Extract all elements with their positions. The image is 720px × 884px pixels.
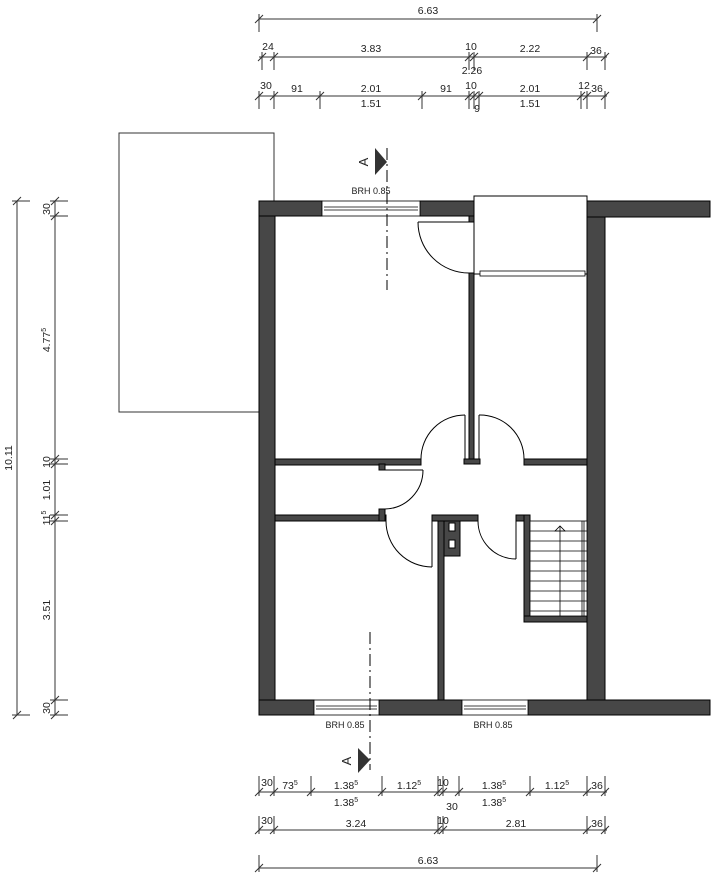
svg-text:6.63: 6.63 — [418, 5, 439, 17]
window-labels: BRH 0.85 BRH 0.85 BRH 0.85 — [325, 186, 512, 730]
walls — [258, 200, 711, 716]
svg-text:735: 735 — [282, 780, 298, 792]
svg-text:3.83: 3.83 — [361, 43, 382, 55]
section-marker-bottom-icon — [358, 748, 370, 773]
svg-text:1.51: 1.51 — [361, 98, 382, 110]
bottom-dimensions — [254, 776, 610, 873]
svg-text:10: 10 — [465, 41, 477, 53]
svg-text:6.63: 6.63 — [418, 855, 439, 867]
doors — [384, 221, 525, 568]
svg-text:36: 36 — [591, 780, 603, 792]
svg-text:1.385: 1.385 — [482, 780, 506, 792]
svg-text:12: 12 — [578, 80, 590, 92]
balcony-outline — [118, 132, 275, 413]
svg-text:2.01: 2.01 — [520, 83, 541, 95]
svg-text:10: 10 — [41, 456, 53, 468]
svg-text:1.385: 1.385 — [482, 797, 506, 809]
svg-text:1.01: 1.01 — [41, 480, 53, 501]
svg-text:91: 91 — [291, 83, 303, 95]
bottom-dimension-labels: 30 735 1.385 1.385 1.125 10 30 1.385 1.3… — [261, 777, 603, 867]
svg-text:2.01: 2.01 — [361, 83, 382, 95]
svg-text:30: 30 — [41, 702, 53, 714]
svg-text:BRH 0.85: BRH 0.85 — [351, 186, 390, 196]
section-marker-top-icon — [375, 148, 387, 175]
svg-text:36: 36 — [591, 83, 603, 95]
svg-text:36: 36 — [591, 818, 603, 830]
left-dimensions — [12, 196, 68, 720]
svg-text:30: 30 — [261, 815, 273, 827]
svg-text:115: 115 — [41, 511, 53, 526]
svg-text:1.385: 1.385 — [334, 780, 358, 792]
svg-text:10: 10 — [437, 815, 449, 827]
svg-text:A: A — [356, 157, 371, 166]
svg-text:30: 30 — [261, 777, 273, 789]
svg-text:1.51: 1.51 — [520, 98, 541, 110]
window-top-left — [321, 200, 421, 217]
top-dimensions — [254, 14, 610, 109]
section-line-a: A A — [339, 148, 388, 773]
svg-text:1.125: 1.125 — [397, 780, 421, 792]
svg-text:3.24: 3.24 — [346, 818, 367, 830]
svg-text:91: 91 — [440, 83, 452, 95]
windows — [313, 200, 586, 716]
shaft-openings — [448, 522, 456, 549]
stair-direction-arrow-icon — [554, 525, 566, 532]
svg-text:1.125: 1.125 — [545, 780, 569, 792]
svg-text:2.81: 2.81 — [506, 818, 527, 830]
svg-text:2.26: 2.26 — [462, 65, 483, 77]
left-dimension-labels: 10.11 30 4.775 10 1.01 115 3.51 30 — [3, 203, 53, 714]
svg-text:4.775: 4.775 — [41, 328, 53, 352]
stairs — [529, 520, 588, 617]
svg-text:10.11: 10.11 — [3, 445, 15, 471]
window-inner — [479, 270, 586, 277]
window-bottom-left — [313, 699, 380, 716]
svg-text:36: 36 — [590, 45, 602, 57]
svg-text:10: 10 — [465, 80, 477, 92]
svg-text:BRH 0.85: BRH 0.85 — [473, 720, 512, 730]
svg-text:24: 24 — [262, 41, 274, 53]
svg-text:3.51: 3.51 — [41, 600, 53, 621]
window-bottom-right — [461, 699, 529, 716]
svg-text:30: 30 — [446, 801, 458, 813]
top-dimension-labels: 6.63 24 3.83 10 2.26 2.22 36 30 91 2.01 … — [260, 5, 603, 115]
svg-text:30: 30 — [41, 203, 53, 215]
svg-text:9: 9 — [474, 103, 480, 115]
svg-text:30: 30 — [260, 80, 272, 92]
svg-text:2.22: 2.22 — [520, 43, 541, 55]
svg-text:10: 10 — [437, 777, 449, 789]
svg-text:1.385: 1.385 — [334, 797, 358, 809]
svg-text:A: A — [339, 756, 354, 765]
wardrobe-niche — [473, 195, 588, 275]
svg-text:BRH 0.85: BRH 0.85 — [325, 720, 364, 730]
